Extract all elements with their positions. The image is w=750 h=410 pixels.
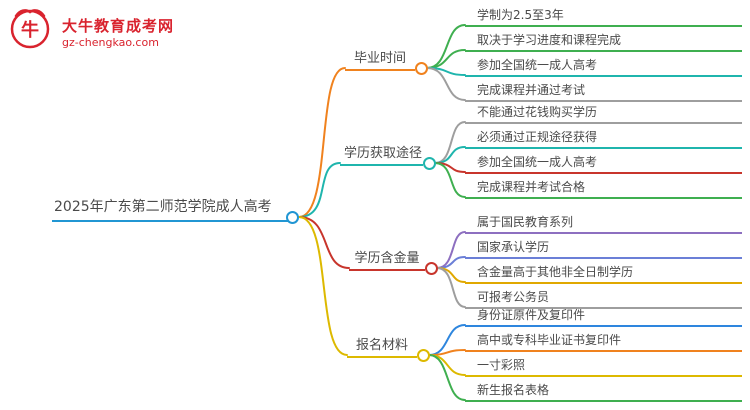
leaf-label: 完成课程并考试合格	[477, 180, 586, 194]
logo-title: 大牛教育成考网	[62, 17, 175, 35]
branch-node-application-materials[interactable]: 报名材料	[347, 334, 417, 358]
leaf-node[interactable]: 参加全国统一成人高考	[465, 56, 742, 77]
branch-handle[interactable]	[425, 262, 438, 275]
leaf-label: 取决于学习进度和课程完成	[477, 33, 622, 47]
root-node[interactable]: 2025年广东第二师范学院成人高考	[52, 196, 292, 222]
leaf-node[interactable]: 学制为2.5至3年	[465, 6, 742, 27]
svg-text:牛: 牛	[21, 19, 39, 41]
trunk-connector	[298, 216, 348, 356]
leaf-node[interactable]: 不能通过花钱购买学历	[465, 103, 742, 124]
trunk-connector	[298, 67, 346, 218]
leaf-node[interactable]: 属于国民教育系列	[465, 213, 742, 234]
branch-node-degree-path[interactable]: 学历获取途径	[340, 142, 423, 166]
leaf-label: 可报考公务员	[477, 290, 550, 304]
leaf-node[interactable]: 参加全国统一成人高考	[465, 153, 742, 174]
leaf-node[interactable]: 新生报名表格	[465, 381, 742, 402]
trunk-connector	[298, 216, 350, 269]
leaf-node[interactable]: 必须通过正规途径获得	[465, 128, 742, 149]
leaf-node[interactable]: 完成课程并通过考试	[465, 81, 742, 102]
leaf-connector	[426, 24, 466, 69]
leaf-connector	[434, 162, 466, 173]
leaf-connector	[428, 354, 466, 376]
branch-node-degree-value[interactable]: 学历含金量	[349, 247, 425, 271]
leaf-connector	[436, 256, 466, 269]
leaf-connector	[436, 267, 466, 283]
leaf-label: 参加全国统一成人高考	[477, 58, 598, 72]
leaf-connector	[428, 324, 466, 356]
leaf-label: 参加全国统一成人高考	[477, 155, 598, 169]
leaf-connector	[436, 231, 466, 269]
leaf-node[interactable]: 身份证原件及复印件	[465, 306, 742, 327]
leaf-label: 完成课程并通过考试	[477, 83, 586, 97]
branch-label: 毕业时间	[353, 51, 406, 66]
leaf-label: 属于国民教育系列	[477, 215, 574, 229]
leaf-node[interactable]: 含金量高于其他非全日制学历	[465, 263, 742, 284]
leaf-label: 含金量高于其他非全日制学历	[477, 265, 634, 279]
cow-icon: 牛	[10, 9, 50, 49]
leaf-label: 一寸彩照	[477, 358, 526, 372]
leaf-label: 国家承认学历	[477, 240, 550, 254]
leaf-node[interactable]: 可报考公务员	[465, 288, 742, 309]
leaf-label: 身份证原件及复印件	[477, 308, 586, 322]
leaf-connector	[428, 349, 466, 356]
leaf-node[interactable]: 取决于学习进度和课程完成	[465, 31, 742, 52]
branch-label: 报名材料	[355, 338, 408, 353]
branch-label: 学历含金量	[354, 251, 420, 266]
leaf-connector	[428, 354, 466, 401]
leaf-label: 不能通过花钱购买学历	[477, 105, 598, 119]
leaf-connector	[426, 67, 466, 101]
branch-handle[interactable]	[423, 157, 436, 170]
logo-subtitle: gz-chengkao.com	[62, 36, 159, 49]
leaf-node[interactable]: 高中或专科毕业证书复印件	[465, 331, 742, 352]
leaf-connector	[426, 67, 466, 76]
branch-node-graduation-time[interactable]: 毕业时间	[345, 47, 415, 71]
leaf-node[interactable]: 一寸彩照	[465, 356, 742, 377]
leaf-connector	[426, 49, 466, 69]
branch-handle[interactable]	[417, 349, 430, 362]
leaf-label: 新生报名表格	[477, 383, 550, 397]
root-node-handle[interactable]	[286, 211, 299, 224]
trunk-connector	[298, 162, 341, 218]
leaf-node[interactable]: 国家承认学历	[465, 238, 742, 259]
branch-label: 学历获取途径	[344, 146, 423, 161]
leaf-label: 必须通过正规途径获得	[477, 130, 598, 144]
leaf-label: 高中或专科毕业证书复印件	[477, 333, 622, 347]
leaf-connector	[434, 121, 466, 164]
leaf-node[interactable]: 完成课程并考试合格	[465, 178, 742, 199]
leaf-connector	[434, 162, 466, 198]
leaf-label: 学制为2.5至3年	[477, 8, 564, 22]
branch-handle[interactable]	[415, 62, 428, 75]
root-label: 2025年广东第二师范学院成人高考	[54, 199, 272, 215]
leaf-connector	[436, 267, 466, 308]
site-logo[interactable]: 牛 大牛教育成考网 gz-chengkao.com	[8, 6, 228, 56]
leaf-connector	[434, 146, 466, 164]
